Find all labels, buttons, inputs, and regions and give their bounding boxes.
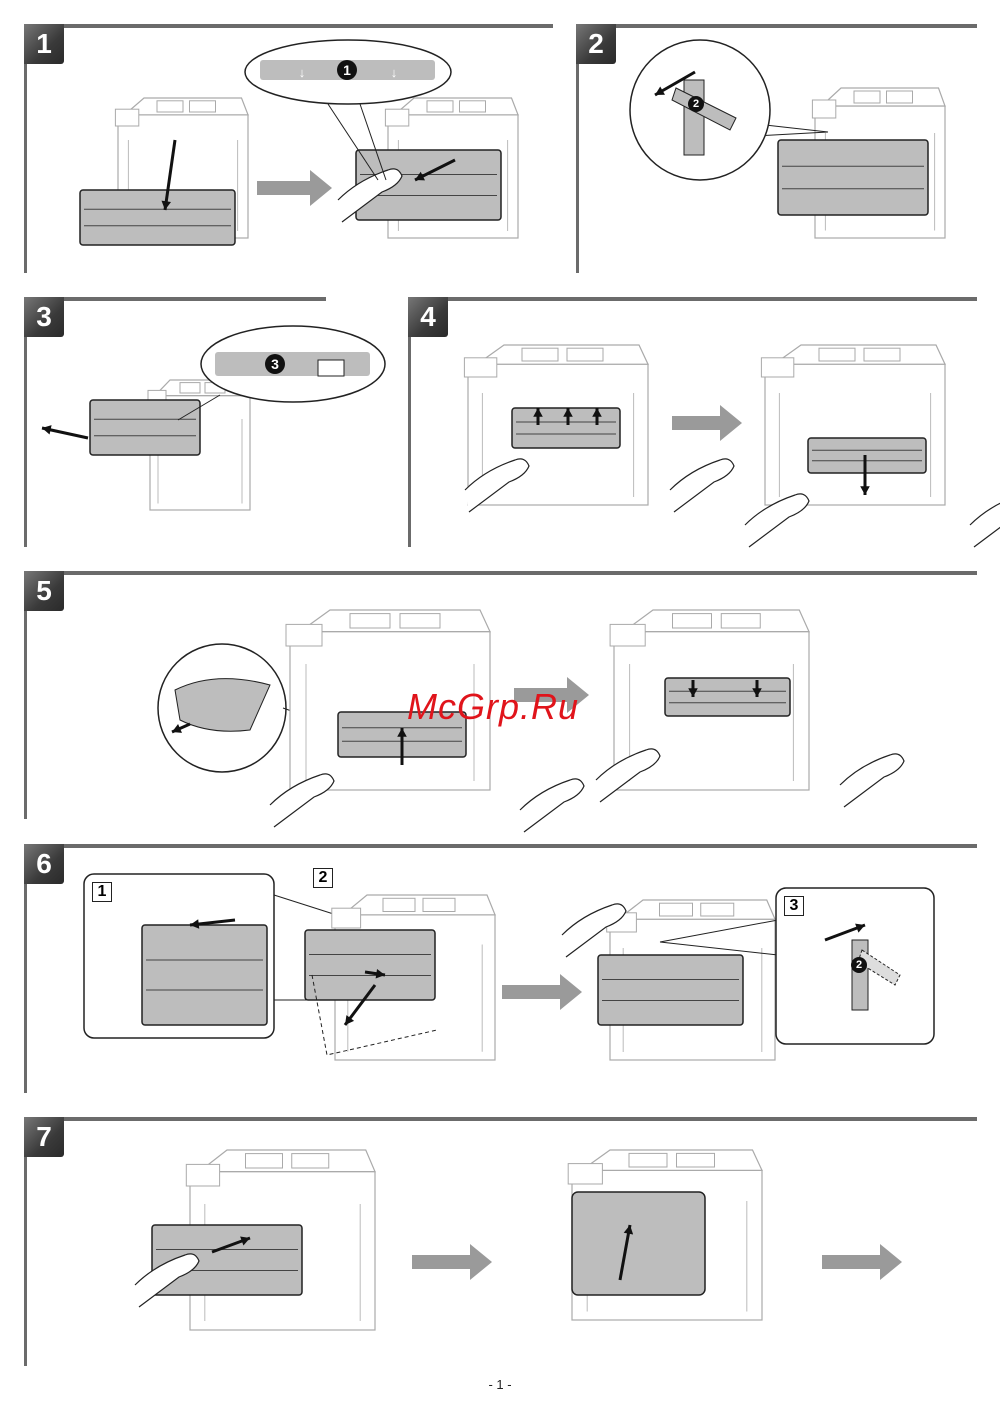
- page-number: - 1 -: [488, 1377, 512, 1392]
- down-arrow-icon: ↓: [391, 65, 398, 80]
- belt-unit: [664, 677, 791, 717]
- hand-illustration: [269, 773, 335, 828]
- next-step-arrow-icon: [822, 1244, 902, 1280]
- printer-illustration: [285, 609, 491, 791]
- lift-arrow-icon: [563, 408, 573, 425]
- pull-out-arrow-icon: [41, 425, 89, 440]
- pull-out-arrow-icon: [414, 158, 456, 182]
- lower-arrow-icon: [860, 455, 870, 495]
- hand-illustration: [969, 502, 1000, 548]
- step-5-panel: 5: [24, 571, 977, 819]
- slide-in-arrow-icon: [189, 918, 236, 929]
- callout-number-2: 2: [688, 96, 704, 112]
- callout-pointer: [659, 919, 779, 956]
- step-4-panel: 4: [408, 297, 977, 547]
- step-7-panel: 7: [24, 1117, 977, 1366]
- callout-bubble: [177, 325, 386, 421]
- belt-unit: [807, 437, 927, 474]
- drum-unit-rails: [141, 924, 268, 1026]
- step-badge: 5: [24, 571, 64, 611]
- svg-text:↓: ↓: [391, 65, 398, 80]
- insert-arrow-icon: [364, 968, 386, 979]
- step-badge: 3: [24, 297, 64, 337]
- step-2-panel: 2: [576, 24, 977, 273]
- substep-1-label: 1: [92, 882, 112, 902]
- push-down-arrow-icon: [688, 680, 698, 697]
- drum-unit: [89, 399, 201, 456]
- next-step-arrow-icon: [412, 1244, 492, 1280]
- drum-unit: [777, 139, 929, 216]
- hand-illustration: [519, 778, 585, 833]
- step-badge: 6: [24, 844, 64, 884]
- hand-illustration: [337, 168, 403, 223]
- hand-illustration: [839, 753, 905, 808]
- open-cover-arrow-icon: [161, 139, 177, 211]
- callout-number-3: 3: [265, 354, 285, 374]
- push-down-arrow-icon: [752, 680, 762, 697]
- watermark: McGrp.Ru: [407, 686, 580, 727]
- rotate-lever-arrow-icon: [824, 923, 866, 942]
- printer-illustration: [760, 344, 946, 506]
- step-badge: 1: [24, 24, 64, 64]
- drum-unit: [304, 929, 436, 1001]
- hand-illustration: [669, 458, 735, 513]
- hand-illustration: [595, 748, 661, 803]
- remove-arrow-icon: [171, 722, 191, 734]
- step-1-panel: 1: [24, 24, 553, 273]
- close-cover-arrow-icon: [618, 1224, 634, 1281]
- hand-illustration: [134, 1253, 200, 1308]
- step-6-panel: 6: [24, 844, 977, 1093]
- belt-in-bag: [174, 678, 271, 732]
- next-step-arrow-icon: [514, 677, 589, 713]
- insert-arrow-icon: [397, 728, 407, 765]
- lift-arrow-icon: [592, 408, 602, 425]
- lift-arrow-icon: [533, 408, 543, 425]
- drum-outline: [311, 974, 438, 1056]
- step-badge: 2: [576, 24, 616, 64]
- substep-2-label: 2: [313, 868, 333, 888]
- substep-3-label: 3: [784, 896, 804, 916]
- rotate-lever-arrow-icon: [654, 70, 696, 97]
- hand-illustration: [561, 903, 627, 958]
- next-step-arrow-icon: [672, 405, 742, 441]
- step-badge: 4: [408, 297, 448, 337]
- front-cover: [79, 189, 236, 246]
- drum-unit: [597, 954, 744, 1026]
- next-step-arrow-icon: [502, 974, 582, 1010]
- hand-illustration: [464, 458, 530, 513]
- down-arrow-icon: ↓: [299, 65, 306, 80]
- callout-number-lever: 2: [851, 957, 867, 973]
- svg-text:↓: ↓: [299, 65, 306, 80]
- step-3-panel: 3: [24, 297, 326, 547]
- hand-illustration: [744, 493, 810, 548]
- next-step-arrow-icon: [257, 170, 332, 206]
- push-in-arrow-icon: [211, 1236, 251, 1254]
- callout-number-1: 1: [337, 60, 357, 80]
- front-cover: [571, 1191, 706, 1296]
- step-badge: 7: [24, 1117, 64, 1157]
- tilt-down-arrow-icon: [343, 984, 377, 1026]
